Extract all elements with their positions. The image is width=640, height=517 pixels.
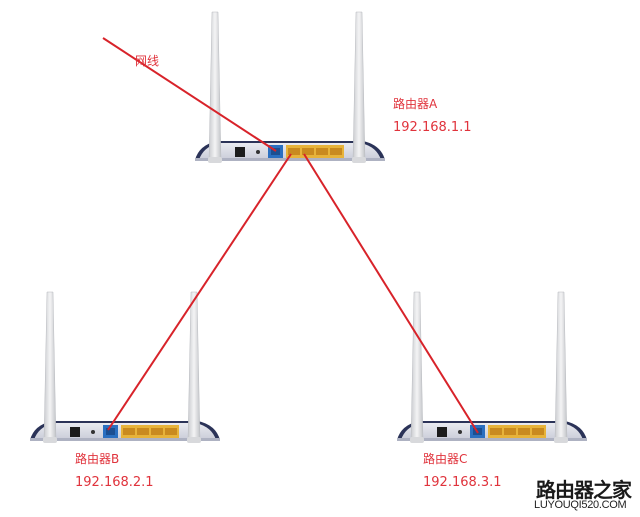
router-b xyxy=(29,291,221,444)
router-b-name: 路由器B xyxy=(75,452,120,466)
router-b-ip: 192.168.2.1 xyxy=(75,475,154,490)
router-a-name: 路由器A xyxy=(393,97,438,111)
cable-internet-to-a xyxy=(102,37,277,152)
cable-a-to-b xyxy=(107,153,292,431)
cable-a-to-c xyxy=(303,153,479,434)
cable-label: 网线 xyxy=(135,54,160,68)
router-a xyxy=(194,11,386,164)
router-a-ip: 192.168.1.1 xyxy=(393,120,472,135)
watermark-url: LUYOUQI520.COM xyxy=(534,499,627,511)
router-c-ip: 192.168.3.1 xyxy=(423,475,502,490)
router-c-name: 路由器C xyxy=(423,452,468,466)
router-c xyxy=(396,291,588,444)
watermark-logo: 路由器之家 xyxy=(536,478,632,502)
